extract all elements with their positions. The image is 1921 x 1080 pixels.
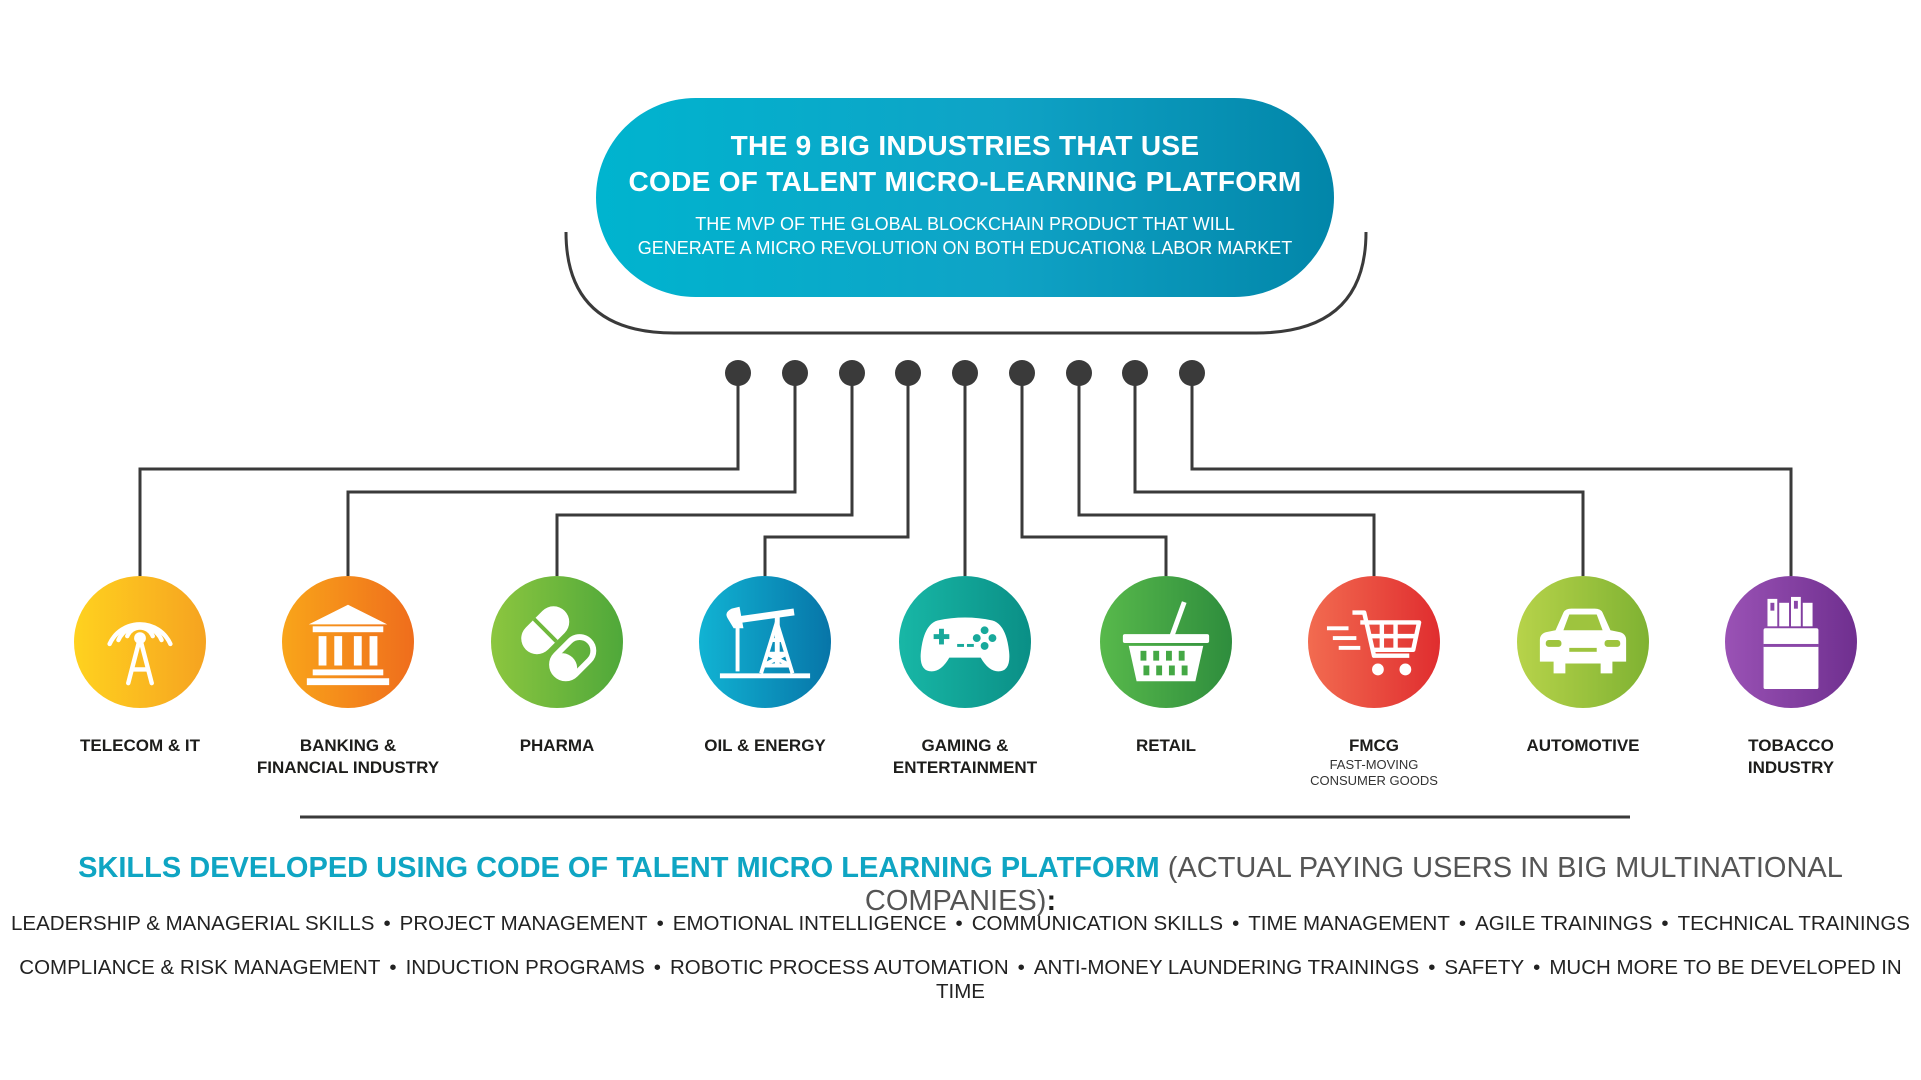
header-pill: THE 9 BIG INDUSTRIES THAT USE CODE OF TA…: [596, 98, 1334, 297]
connector-retail: [1020, 373, 1168, 576]
header-title: THE 9 BIG INDUSTRIES THAT USE CODE OF TA…: [596, 128, 1334, 200]
header-subtitle-line2: GENERATE A MICRO REVOLUTION ON BOTH EDUC…: [637, 238, 1293, 258]
connector-fmcg: [1077, 373, 1376, 576]
header-subtitle-line1: THE MVP OF THE GLOBAL BLOCKCHAIN PRODUCT…: [695, 214, 1235, 234]
skill-item: COMPLIANCE & RISK MANAGEMENT: [19, 956, 381, 979]
skills-heading-colon: :: [1046, 885, 1057, 917]
oil-pump-icon: [719, 606, 811, 679]
industry-label-pharma: PHARMA: [519, 736, 595, 755]
industry-circle-telecom: [74, 576, 206, 708]
connector-oil: [763, 373, 910, 576]
basket-icon: [1122, 601, 1210, 682]
industry-circle-automotive: [1517, 576, 1649, 708]
skill-item: LEADERSHIP & MANAGERIAL SKILLS: [11, 912, 375, 935]
header-title-line2: CODE OF TALENT MICRO-LEARNING PLATFORM: [628, 166, 1302, 197]
industry-label-fmcg: FMCG FAST-MOVING CONSUMER GOODS: [1264, 735, 1484, 789]
bullet-separator: •: [389, 956, 397, 979]
skill-item: SAFETY: [1444, 956, 1525, 979]
skill-item: COMMUNICATION SKILLS: [971, 912, 1224, 935]
industry-circle-gaming: [899, 576, 1031, 708]
skills-heading-paren: (ACTUAL PAYING USERS IN BIG MULTINATIONA…: [864, 852, 1843, 917]
shopping-cart-icon: [1326, 610, 1422, 676]
connector-dot: [839, 360, 865, 386]
header-subtitle: THE MVP OF THE GLOBAL BLOCKCHAIN PRODUCT…: [596, 212, 1334, 260]
connector-dot: [1066, 360, 1092, 386]
cigarettes-icon: [1763, 596, 1819, 690]
antenna-icon: [107, 622, 173, 686]
skill-item: INDUCTION PROGRAMS: [405, 956, 645, 979]
industry-label-tobacco: TOBACCO INDUSTRY: [1747, 736, 1835, 777]
skill-item: EMOTIONAL INTELLIGENCE: [672, 912, 947, 935]
skill-item: ANTI-MONEY LAUNDERING TRAININGS: [1033, 956, 1420, 979]
skill-item: PROJECT MANAGEMENT: [399, 912, 648, 935]
industry-label-retail: RETAIL: [1135, 736, 1197, 755]
industry-circle-pharma: [491, 576, 623, 708]
industry-circle-oil: [699, 576, 831, 708]
bullet-separator: •: [1533, 956, 1541, 979]
connector-dot: [1009, 360, 1035, 386]
industry-label-gaming: GAMING & ENTERTAINMENT: [892, 736, 1038, 777]
skills-heading-main: SKILLS DEVELOPED USING CODE OF TALENT MI…: [78, 852, 1160, 884]
car-icon: [1539, 608, 1627, 674]
connector-dot: [895, 360, 921, 386]
bank-icon: [306, 604, 390, 686]
skill-item: TIME MANAGEMENT: [1248, 912, 1450, 935]
industry-circle-retail: [1100, 576, 1232, 708]
industry-circle-fmcg: [1308, 576, 1440, 708]
skill-item: AGILE TRAININGS: [1475, 912, 1653, 935]
skills-line-2: COMPLIANCE & RISK MANAGEMENT • INDUCTION P…: [0, 956, 1921, 1004]
bullet-separator: •: [653, 956, 661, 979]
skill-item: ROBOTIC PROCESS AUTOMATION: [669, 956, 1009, 979]
industry-label-telecom: TELECOM & IT: [80, 736, 200, 755]
gamepad-icon: [920, 617, 1010, 672]
skills-heading: SKILLS DEVELOPED USING CODE OF TALENT MI…: [0, 852, 1921, 918]
connector-pharma: [555, 373, 854, 576]
header-title-line1: THE 9 BIG INDUSTRIES THAT USE: [730, 130, 1200, 161]
bullet-separator: •: [1661, 912, 1669, 935]
skill-item: TECHNICAL TRAININGS: [1677, 912, 1910, 935]
connector-dot: [1179, 360, 1205, 386]
industry-circle-banking: [282, 576, 414, 708]
bullet-separator: •: [1232, 912, 1240, 935]
bullet-separator: •: [1017, 956, 1025, 979]
connector-dot: [1122, 360, 1148, 386]
industry-sublabel-fmcg-line2: CONSUMER GOODS: [1310, 773, 1438, 788]
bracket-arc: [564, 231, 1368, 335]
connector-dot: [782, 360, 808, 386]
bullet-separator: •: [656, 912, 664, 935]
bullet-separator: •: [1458, 912, 1467, 935]
industry-circle-tobacco: [1725, 576, 1857, 708]
connector-dot: [952, 360, 978, 386]
industry-label-oil: OIL & ENERGY: [704, 736, 826, 755]
bullet-separator: •: [1428, 956, 1436, 979]
connector-banking: [346, 373, 797, 576]
skills-line-1: LEADERSHIP & MANAGERIAL SKILLS • PROJECT M…: [0, 912, 1921, 936]
skill-item: MUCH MORE TO BE DEVELOPED IN TIME: [936, 956, 1902, 1003]
connector-dot: [725, 360, 751, 386]
connector-automotive: [1133, 373, 1585, 576]
industry-sublabel-fmcg-line1: FAST-MOVING: [1329, 757, 1419, 772]
connector-tobacco: [1190, 373, 1793, 576]
bullet-separator: •: [383, 912, 391, 935]
industry-label-automotive: AUTOMOTIVE: [1526, 736, 1640, 755]
bullet-separator: •: [955, 912, 963, 935]
industry-label-banking: BANKING & FINANCIAL INDUSTRY: [256, 736, 440, 777]
pills-icon: [521, 606, 597, 682]
connector-telecom: [138, 373, 740, 576]
